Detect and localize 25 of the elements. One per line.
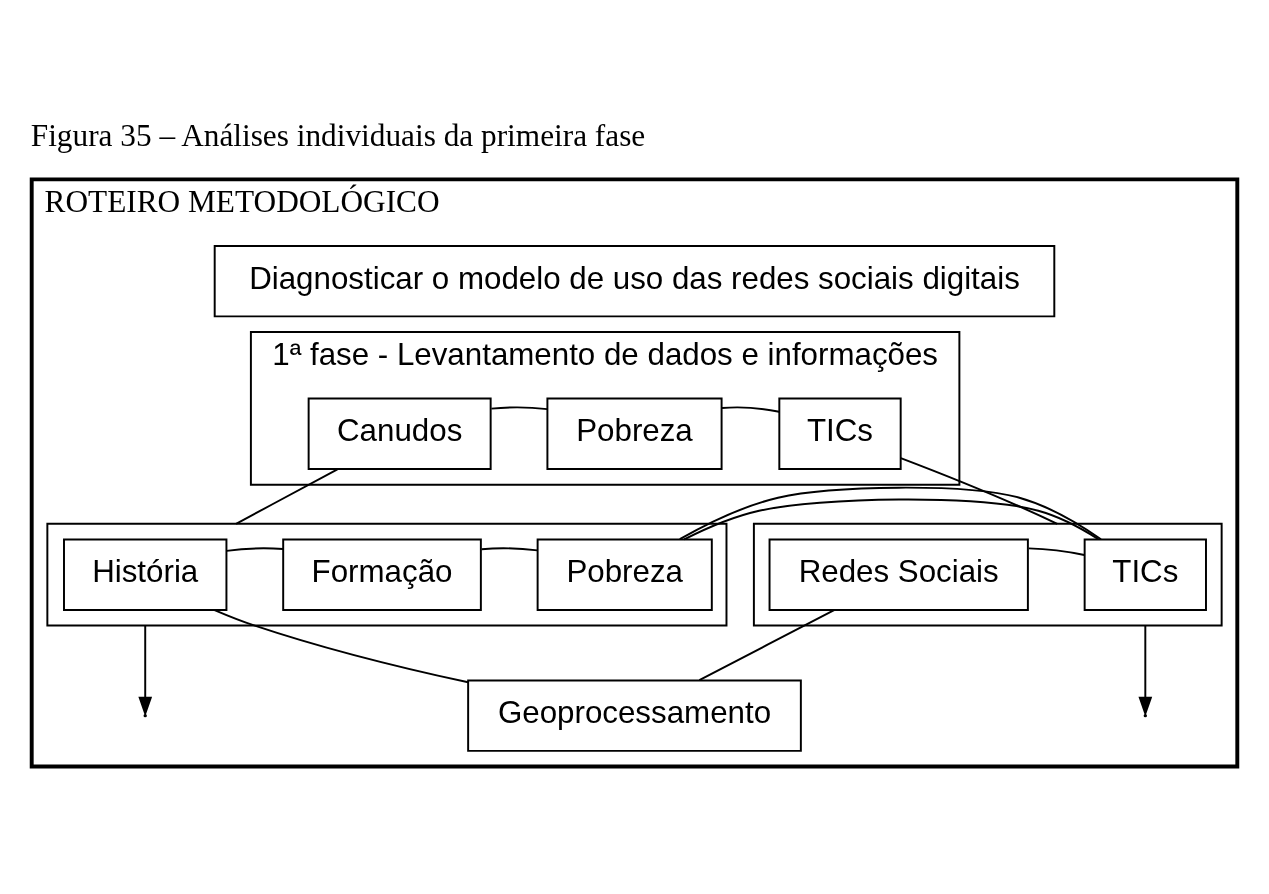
connector xyxy=(678,486,1102,540)
node-box: História xyxy=(63,538,228,611)
node-box: Pobreza xyxy=(546,397,723,470)
connector xyxy=(235,467,339,525)
cluster xyxy=(752,522,1223,627)
arrow xyxy=(138,624,153,716)
node-box: TICs xyxy=(778,397,902,470)
connector xyxy=(698,608,836,681)
node-box: Pobreza xyxy=(536,538,713,611)
arrow xyxy=(1138,624,1153,716)
connector xyxy=(721,405,781,413)
node-box: TICs xyxy=(1083,538,1207,611)
node-box: Geoprocessamento xyxy=(467,678,802,752)
connector xyxy=(225,546,285,552)
caption: Figura 35 – Análises individuais da primeira fase xyxy=(30,117,646,153)
node-box: Formação xyxy=(282,538,482,611)
connector xyxy=(480,546,539,551)
cluster xyxy=(46,522,728,627)
connector xyxy=(490,405,549,410)
node-box: Diagnosticar o modelo de uso das redes sociais digitais xyxy=(213,244,1056,317)
node-box: Redes Sociais xyxy=(768,538,1029,611)
connector xyxy=(1027,546,1086,556)
connector xyxy=(213,608,470,683)
connector xyxy=(899,456,1059,525)
node-box: Canudos xyxy=(307,397,492,470)
